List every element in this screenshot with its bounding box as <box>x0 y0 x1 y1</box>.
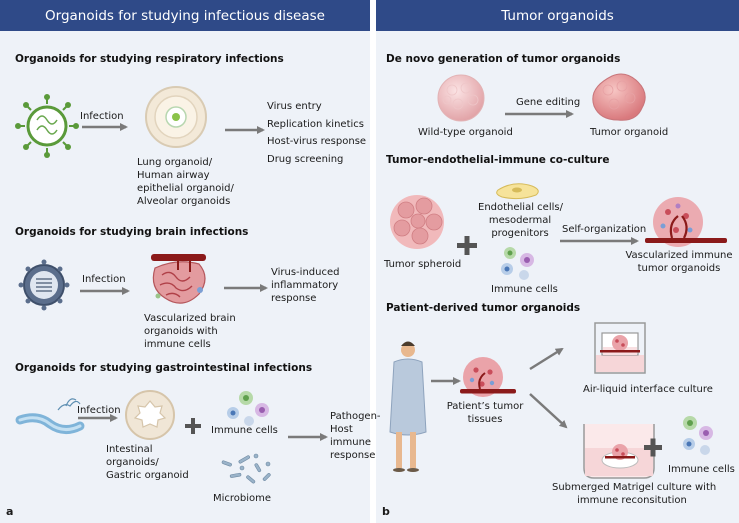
endothelial-cell-icon <box>496 183 539 200</box>
ali-arrow <box>529 347 564 371</box>
coronavirus-icon <box>15 94 79 158</box>
gi-outcome-label: Pathogen- Host immune response <box>330 411 381 461</box>
microbiome-label: Microbiome <box>213 493 272 504</box>
wildtype-organoid-label: Wild-type organoid <box>418 127 513 138</box>
submerged-culture-label: Submerged Matrigel culture with immune r… <box>552 482 717 506</box>
microbiome-icon <box>221 453 271 484</box>
panel-b-letter: b <box>382 505 390 518</box>
panel-b <box>376 0 739 523</box>
tumor-organoid-icon <box>592 73 646 121</box>
gi-section-title: Organoids for studying gastrointestinal … <box>15 362 313 374</box>
plus-sign-submerged <box>644 438 662 457</box>
tumor-organoid-label: Tumor organoid <box>590 127 669 138</box>
respiratory-organoid-label: Lung organoid/ Human airway epithelial o… <box>137 157 234 207</box>
panel-a-header: Organoids for studying infectious diseas… <box>0 0 370 31</box>
patient-tumor-tissue-label: Patient’s tumor tissues <box>446 401 524 425</box>
patient-section-title: Patient-derived tumor organoids <box>386 302 581 314</box>
wildtype-organoid-icon <box>437 74 485 122</box>
vascularized-tumor-label: Vascularized immune tumor organoids <box>625 250 733 274</box>
plus-sign-gi <box>185 418 201 434</box>
transwell-icon <box>594 322 646 374</box>
intestinal-organoid-icon <box>125 390 175 440</box>
endothelial-label: Endothelial cells/ mesodermal progenitor… <box>478 202 563 239</box>
gi-immune-cells-label: Immune cells <box>211 425 278 436</box>
submerged-immune-cells-label: Immune cells <box>668 464 735 475</box>
well-plate-icon <box>583 424 655 479</box>
submerged-arrow <box>529 393 568 429</box>
respiratory-infection-label: Infection <box>80 111 124 122</box>
brain-virus-icon <box>18 259 70 311</box>
vascularized-tumor-icon <box>645 197 727 247</box>
brain-organoid-icon <box>151 254 206 304</box>
coculture-section-title: Tumor-endothelial-immune co-culture <box>386 154 610 166</box>
bacteria-icon <box>15 398 85 434</box>
respiratory-section-title: Organoids for studying respiratory infec… <box>15 53 284 65</box>
gi-infection-label: Infection <box>77 405 121 416</box>
patient-icon <box>389 341 427 472</box>
brain-outcome-label: Virus-induced inflammatory response <box>271 267 340 304</box>
patient-tumor-icon <box>460 357 516 397</box>
tumor-spheroid-label: Tumor spheroid <box>384 259 462 270</box>
coculture-immune-cells-label: Immune cells <box>491 284 558 295</box>
lung-organoid-icon <box>145 86 207 148</box>
self-organization-label: Self-organization <box>562 224 647 235</box>
air-liquid-interface-label: Air-liquid interface culture <box>583 384 713 395</box>
immune-cells-icon-coculture <box>501 247 534 280</box>
brain-organoid-label: Vascularized brain organoids with immune… <box>144 313 236 350</box>
brain-section-title: Organoids for studying brain infections <box>15 226 249 238</box>
panel-b-header: Tumor organoids <box>376 0 739 31</box>
brain-infection-label: Infection <box>82 274 126 285</box>
denovo-section-title: De novo generation of tumor organoids <box>386 53 621 65</box>
gi-organoid-label: Intestinal organoids/ Gastric organoid <box>106 444 189 481</box>
tumor-spheroid-icon <box>390 195 444 249</box>
respiratory-outcomes-list: Virus entry Replication kinetics Host-vi… <box>267 101 367 165</box>
immune-cells-icon-submerged <box>683 416 713 455</box>
plus-sign-coculture <box>457 236 477 255</box>
immune-cells-icon <box>227 391 269 426</box>
gene-editing-label: Gene editing <box>516 97 581 108</box>
panel-a-letter: a <box>6 505 14 518</box>
